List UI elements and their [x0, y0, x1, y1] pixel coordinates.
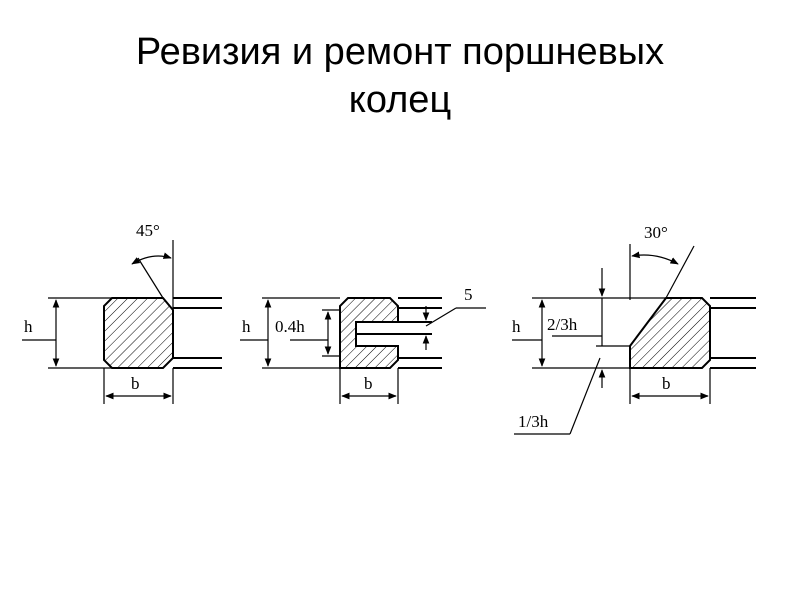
title-line-1: Ревизия и ремонт поршневых — [135, 31, 665, 73]
ring-1-b-label: b — [131, 374, 140, 393]
ring-1-groove — [173, 297, 222, 369]
ring-2-h-label: h — [242, 317, 251, 336]
ring-1-angle-label: 45° — [136, 221, 160, 240]
ring-2-groove — [398, 297, 442, 369]
ring-1: h b 45° — [22, 221, 222, 404]
ring-3-angle-arc — [631, 251, 679, 265]
ring-1-section — [103, 297, 174, 369]
ring-1-angle-arc — [131, 252, 172, 265]
ring-3-groove — [710, 297, 756, 369]
ring-3-angle-label: 30° — [644, 223, 668, 242]
ring-3-section — [629, 297, 711, 369]
ring-2-step-label: 0.4h — [275, 317, 305, 336]
ring-2-groove-label: 5 — [464, 285, 473, 304]
ring-1-h-label: h — [24, 317, 33, 336]
slide-title: Ревизия и ремонт поршневых колец — [0, 28, 800, 124]
title-line-2: колец — [348, 79, 452, 121]
ring-3-upper-label: 2/3h — [547, 315, 578, 334]
ring-2-b-label: b — [364, 374, 373, 393]
ring-3-lower-label: 1/3h — [518, 412, 549, 431]
ring-2: h 0.4h 5 b — [240, 285, 486, 404]
ring-3: h 2/3h 1/3h b 30° — [512, 223, 756, 435]
ring-3-b-label: b — [662, 374, 671, 393]
ring-3-h-label: h — [512, 317, 521, 336]
